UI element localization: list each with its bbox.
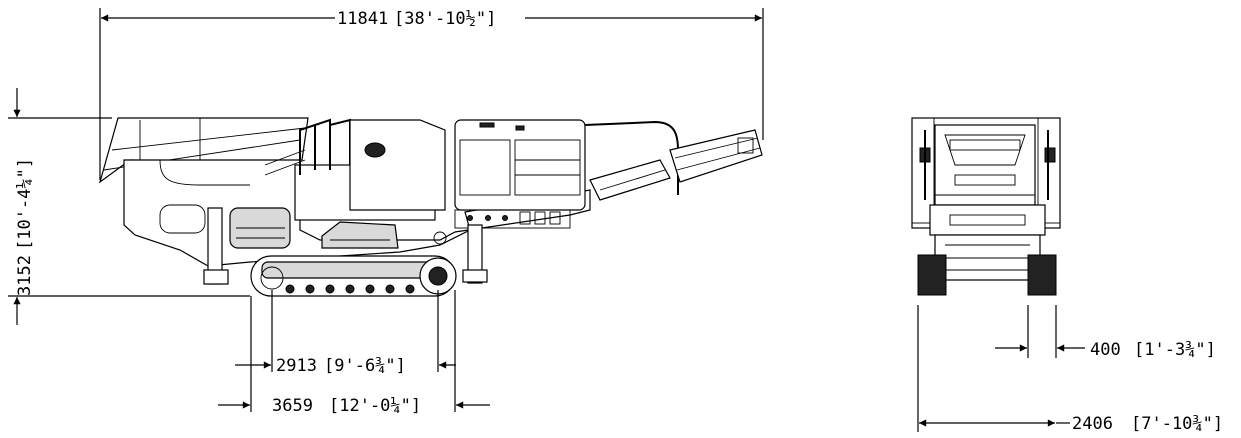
engine-cab [349, 119, 446, 211]
power-pack [454, 119, 586, 211]
height-dimension: 3152 [10'-4¼"] [8, 88, 250, 325]
overall-length-dimension: 11841 [38'-10½"] [99, 8, 764, 180]
track-outer-length-imperial: [12'-0¼"] [329, 396, 421, 416]
track-inner-length-mm: 2913 [276, 356, 317, 376]
front-frame [929, 204, 1046, 236]
overall-width-imperial: [7'-10¾"] [1131, 414, 1223, 434]
front-view-machine [911, 117, 1061, 296]
support-legs [203, 207, 488, 285]
discharge-conveyor [584, 120, 763, 201]
side-track [250, 255, 457, 297]
track-width-imperial: [1'-3¾"] [1134, 340, 1216, 360]
overall-length-imperial: [38'-10½"] [394, 9, 496, 29]
overall-length-mm: 11841 [337, 9, 388, 29]
track-width-mm: 400 [1090, 340, 1121, 360]
jaw [321, 221, 399, 249]
front-track-left [917, 254, 947, 296]
height-mm: 3152 [15, 255, 35, 296]
track-outer-length-mm: 3659 [272, 396, 313, 416]
track-length-dimensions: 2913 [9'-6¾"] 3659 [12'-0¼"] [218, 290, 490, 416]
front-lower [934, 234, 1041, 281]
track-inner-length-imperial: [9'-6¾"] [324, 356, 406, 376]
side-view-machine [98, 117, 763, 297]
front-track-right [1027, 254, 1057, 296]
cab-detail [364, 142, 386, 158]
overall-width-mm: 2406 [1072, 414, 1113, 434]
height-imperial: [10'-4¼"] [15, 158, 35, 250]
front-width-dimensions: 400 [1'-3¾"] 2406 [7'-10¾"] [917, 305, 1223, 434]
control-panel [454, 209, 571, 229]
